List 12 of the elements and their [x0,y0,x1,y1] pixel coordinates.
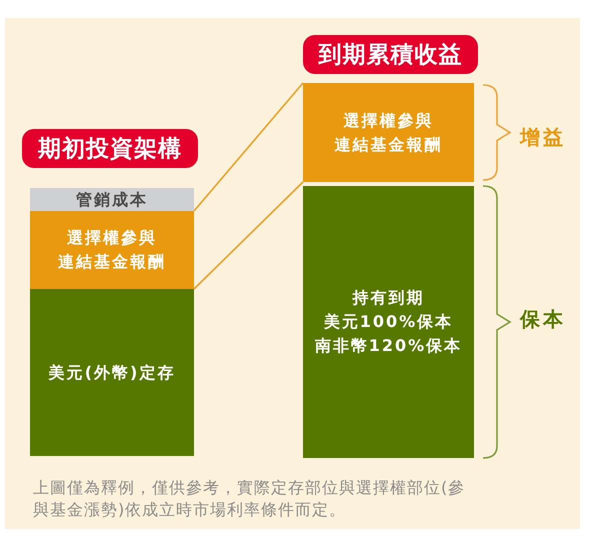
brace-label: 保本 [520,306,566,332]
stack-block: 管銷成本 [30,188,194,211]
heading-pill: 期初投資架構 [22,129,198,168]
stack-block: 選擇權參與連結基金報酬 [303,83,474,182]
brace-label: 增益 [520,124,566,150]
connector-line [193,181,304,290]
stack-block: 美元(外幣)定存 [30,289,194,456]
stack-block: 選擇權參與連結基金報酬 [30,211,194,289]
connector-line [193,82,304,212]
heading-pill: 到期累積收益 [303,35,478,74]
stack-block: 持有到期 美元100%保本 南非幣120%保本 [303,186,474,458]
footnote: 上圖僅為釋例，僅供參考，實際定存部位與選擇權部位(參與基金漲勢)依成立時市場利率條件而定。 [33,477,466,521]
